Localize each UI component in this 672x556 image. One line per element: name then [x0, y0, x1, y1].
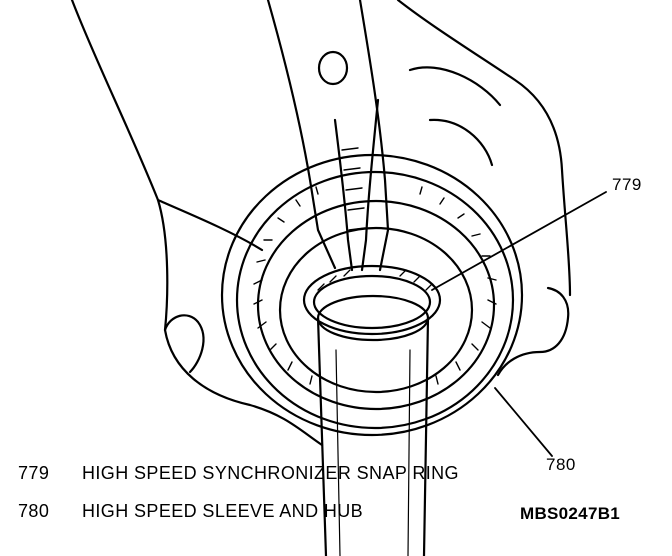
- right-hand-knuckles: [408, 66, 502, 167]
- legend-description: HIGH SPEED SLEEVE AND HUB: [82, 501, 364, 521]
- pliers-right-handle: [358, 0, 390, 272]
- left-forearm-inner: [156, 198, 264, 252]
- legend-number: 779: [18, 463, 50, 483]
- left-hand-outline: [70, 0, 324, 447]
- pliers-jaw-hatch: [341, 147, 366, 231]
- figure-code: MBS0247B1: [520, 504, 621, 523]
- snap-ring: [302, 264, 442, 336]
- shaft-shading: [335, 349, 411, 556]
- left-hand-thumb: [163, 314, 205, 374]
- legend-number: 780: [18, 501, 50, 521]
- sleeve-hub-ring: [256, 199, 496, 411]
- pliers-left-handle: [266, 0, 337, 270]
- snap-ring-inner: [312, 274, 432, 330]
- legend-description: HIGH SPEED SYNCHRONIZER SNAP RING: [82, 463, 459, 483]
- right-hand-outline: [396, 0, 572, 297]
- shaft-right-edge: [422, 316, 430, 556]
- legend-row: 780 HIGH SPEED SLEEVE AND HUB: [18, 502, 363, 520]
- pliers-pivot-hole: [317, 50, 349, 86]
- shaft-end: [316, 294, 430, 342]
- legend-row: 779 HIGH SPEED SYNCHRONIZER SNAP RING: [18, 464, 459, 482]
- sleeve-hub-ring-inner: [278, 226, 474, 394]
- sleeve-outer-rim: [220, 153, 524, 437]
- shaft-left-edge: [316, 316, 328, 556]
- leader-line-779: [431, 191, 607, 291]
- snap-ring-hatch: [317, 269, 433, 291]
- callout-label-779: 779: [612, 175, 642, 194]
- pliers-inner-jaw-right: [360, 98, 380, 272]
- right-hand-thumb: [496, 286, 570, 377]
- pliers-inner-jaw-left: [333, 118, 354, 272]
- hub-splines: [253, 186, 497, 385]
- sleeve-outer-rim-2: [235, 170, 515, 430]
- callout-label-780: 780: [546, 455, 576, 474]
- leader-line-780: [494, 387, 553, 457]
